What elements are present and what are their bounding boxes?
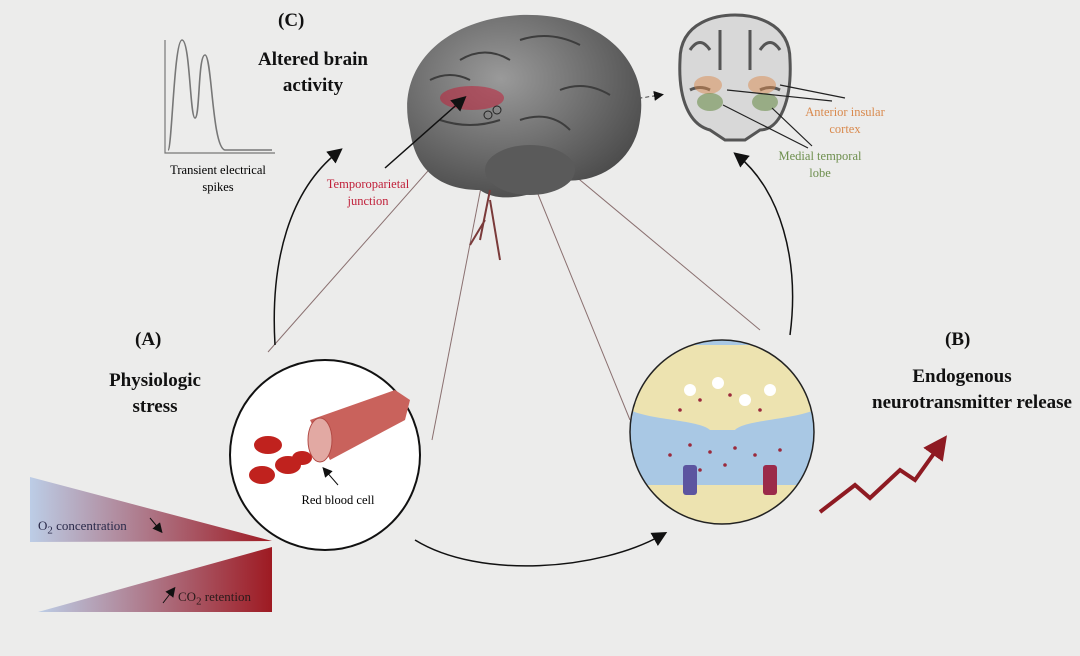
increase-arrow-icon: [162, 586, 176, 604]
brain-illustration: [384, 14, 642, 261]
co2-gradient: [38, 547, 272, 612]
label-c: (C): [278, 10, 305, 31]
arrow-b-to-c: [733, 152, 794, 336]
label-a: (A): [135, 329, 162, 350]
co2-label: CO2 retention: [178, 589, 251, 608]
rbc-label: Red blood cell: [301, 493, 375, 507]
o2-gradient: [30, 477, 272, 542]
spikes-plot: [164, 39, 275, 154]
arrow-a-to-c: [273, 148, 343, 346]
synapse-circle: [629, 339, 815, 525]
decrease-arrow-icon: [149, 517, 163, 534]
blood-vessel-circle: [229, 359, 421, 551]
increase-arrow: [818, 435, 947, 514]
o2-label: O2 concentration: [38, 518, 127, 537]
mri-coronal-slice: [678, 13, 846, 149]
arrow-a-to-b: [414, 532, 668, 567]
label-b: (B): [945, 329, 971, 350]
